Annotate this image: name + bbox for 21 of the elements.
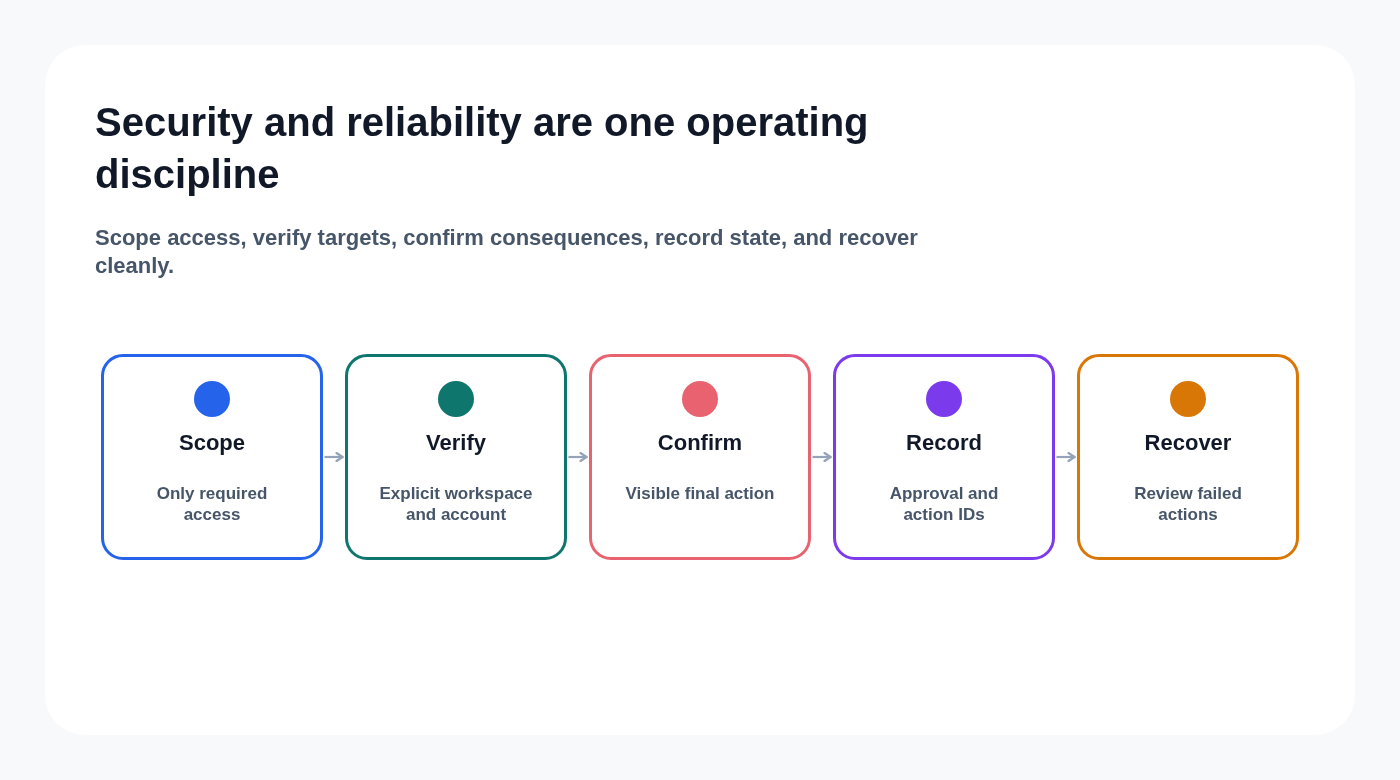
step-card <box>345 354 567 560</box>
step-description: Visible final action <box>624 483 776 504</box>
step-card <box>1077 354 1299 560</box>
step-card <box>101 354 323 560</box>
step-description: Review failed actions <box>1133 483 1243 525</box>
arrow <box>568 451 588 463</box>
subtitle: Scope access, verify targets, confirm consequences, record state, and recover cleanly. <box>95 224 919 280</box>
step-description: Approval and action IDs <box>888 483 1000 525</box>
step-title: Recover <box>1144 429 1232 457</box>
step-title: Record <box>906 429 982 457</box>
step-card <box>833 354 1055 560</box>
title: Security and reliability are one operating discipline <box>95 99 870 198</box>
step-description: Explicit workspace and account <box>378 483 534 525</box>
arrow <box>324 451 344 463</box>
arrow <box>812 451 832 463</box>
step-title: Scope <box>179 429 245 457</box>
step-card <box>589 354 811 560</box>
step-title: Confirm <box>657 429 743 457</box>
step-title: Verify <box>426 429 486 457</box>
arrow <box>1056 451 1076 463</box>
step-description: Only required access <box>155 483 269 525</box>
